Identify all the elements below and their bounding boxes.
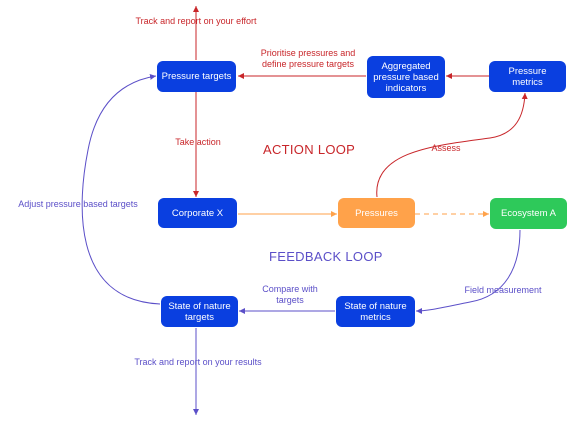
node-state-of-nature-targets: State of nature targets	[161, 296, 238, 327]
arrow-field-measurement	[415, 229, 521, 314]
node-pressures: Pressures	[338, 198, 415, 228]
label-prioritise: Prioritise pressures and define pressure…	[260, 48, 356, 69]
action-loop-title: ACTION LOOP	[263, 142, 356, 157]
label-track-results: Track and report on your results	[134, 357, 262, 367]
node-pressure-metrics: Pressure metrics	[489, 61, 566, 92]
label-take-action: Take action	[175, 137, 221, 147]
arrow-adjust-targets	[81, 73, 161, 305]
label-track-effort: Track and report on your effort	[135, 16, 257, 26]
label-field-measurement: Field measurement	[464, 285, 542, 295]
label-assess: Assess	[431, 143, 461, 153]
node-state-of-nature-metrics: State of nature metrics	[336, 296, 415, 327]
node-ecosystem-a: Ecosystem A	[490, 198, 567, 229]
node-pressure-targets: Pressure targets	[157, 61, 236, 92]
node-aggregated-indicators: Aggregated pressure based indicators	[367, 56, 445, 98]
arrow-assess	[376, 92, 528, 198]
node-corporate-x: Corporate X	[158, 198, 237, 228]
feedback-loop-title: FEEDBACK LOOP	[269, 249, 383, 264]
label-compare-targets: Compare with targets	[262, 284, 318, 305]
label-adjust-targets: Adjust pressure based targets	[18, 199, 138, 209]
